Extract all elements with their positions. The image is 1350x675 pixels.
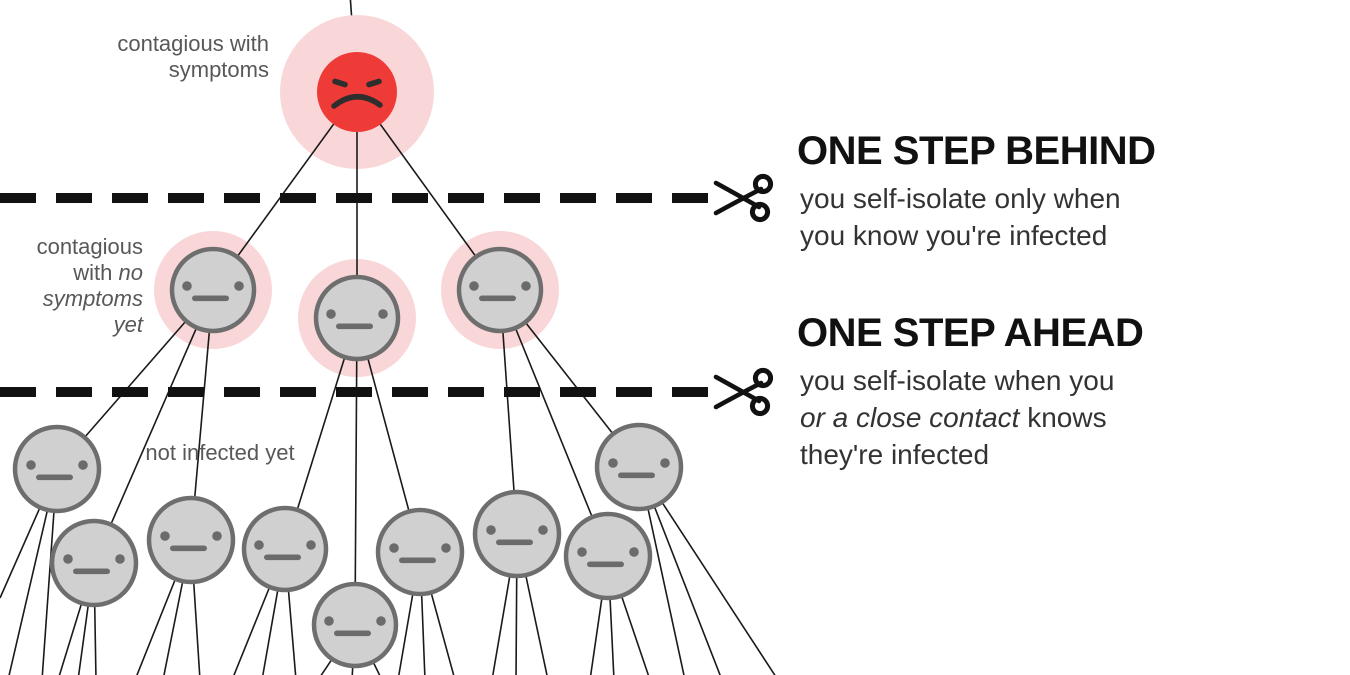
text-one-step-behind: you self-isolate only when you know you'… — [800, 180, 1121, 254]
scissors-icons — [713, 173, 774, 417]
label-line: contagious — [36, 234, 143, 259]
person-node — [12, 424, 102, 514]
text-one-step-ahead: you self-isolate when you or a close con… — [800, 362, 1114, 473]
person-node — [311, 581, 399, 669]
label-contagious-with-symptoms: contagious with symptoms — [0, 31, 269, 83]
transmission-line — [354, 317, 358, 626]
person-node — [375, 507, 465, 597]
scissors-icon — [713, 367, 774, 417]
transmission-line — [499, 289, 609, 557]
person-node — [456, 246, 544, 334]
scissors-icon — [713, 173, 774, 223]
transmission-line — [93, 289, 214, 564]
text-line: or a close contact knows — [800, 402, 1107, 433]
person-node — [146, 495, 236, 585]
heading-one-step-behind: ONE STEP BEHIND — [797, 129, 1156, 173]
person-node — [241, 505, 329, 593]
label-line: symptoms — [42, 286, 143, 311]
heading-one-step-ahead: ONE STEP AHEAD — [797, 311, 1144, 355]
label-line: contagious with — [117, 31, 269, 56]
person-node — [472, 489, 562, 579]
person-nodes — [12, 52, 684, 669]
label-not-infected-yet: not infected yet — [145, 440, 295, 465]
person-node — [49, 518, 139, 608]
label-line: symptoms — [168, 57, 269, 82]
label-line: yet — [113, 312, 143, 337]
text-line: you self-isolate when you — [800, 365, 1115, 396]
text-line: they're infected — [800, 439, 990, 470]
label-contagious-no-symptoms-yet: contagious with no symptoms yet — [0, 234, 143, 338]
person-node — [169, 246, 257, 334]
person-node — [313, 274, 401, 362]
infected-person-node — [317, 52, 397, 132]
person-node — [563, 511, 653, 601]
cut-lines — [0, 193, 708, 397]
label-line: with no — [73, 260, 143, 285]
text-line: you self-isolate only when — [800, 183, 1121, 214]
person-node — [594, 422, 684, 512]
text-line: you know you're infected — [800, 220, 1108, 251]
